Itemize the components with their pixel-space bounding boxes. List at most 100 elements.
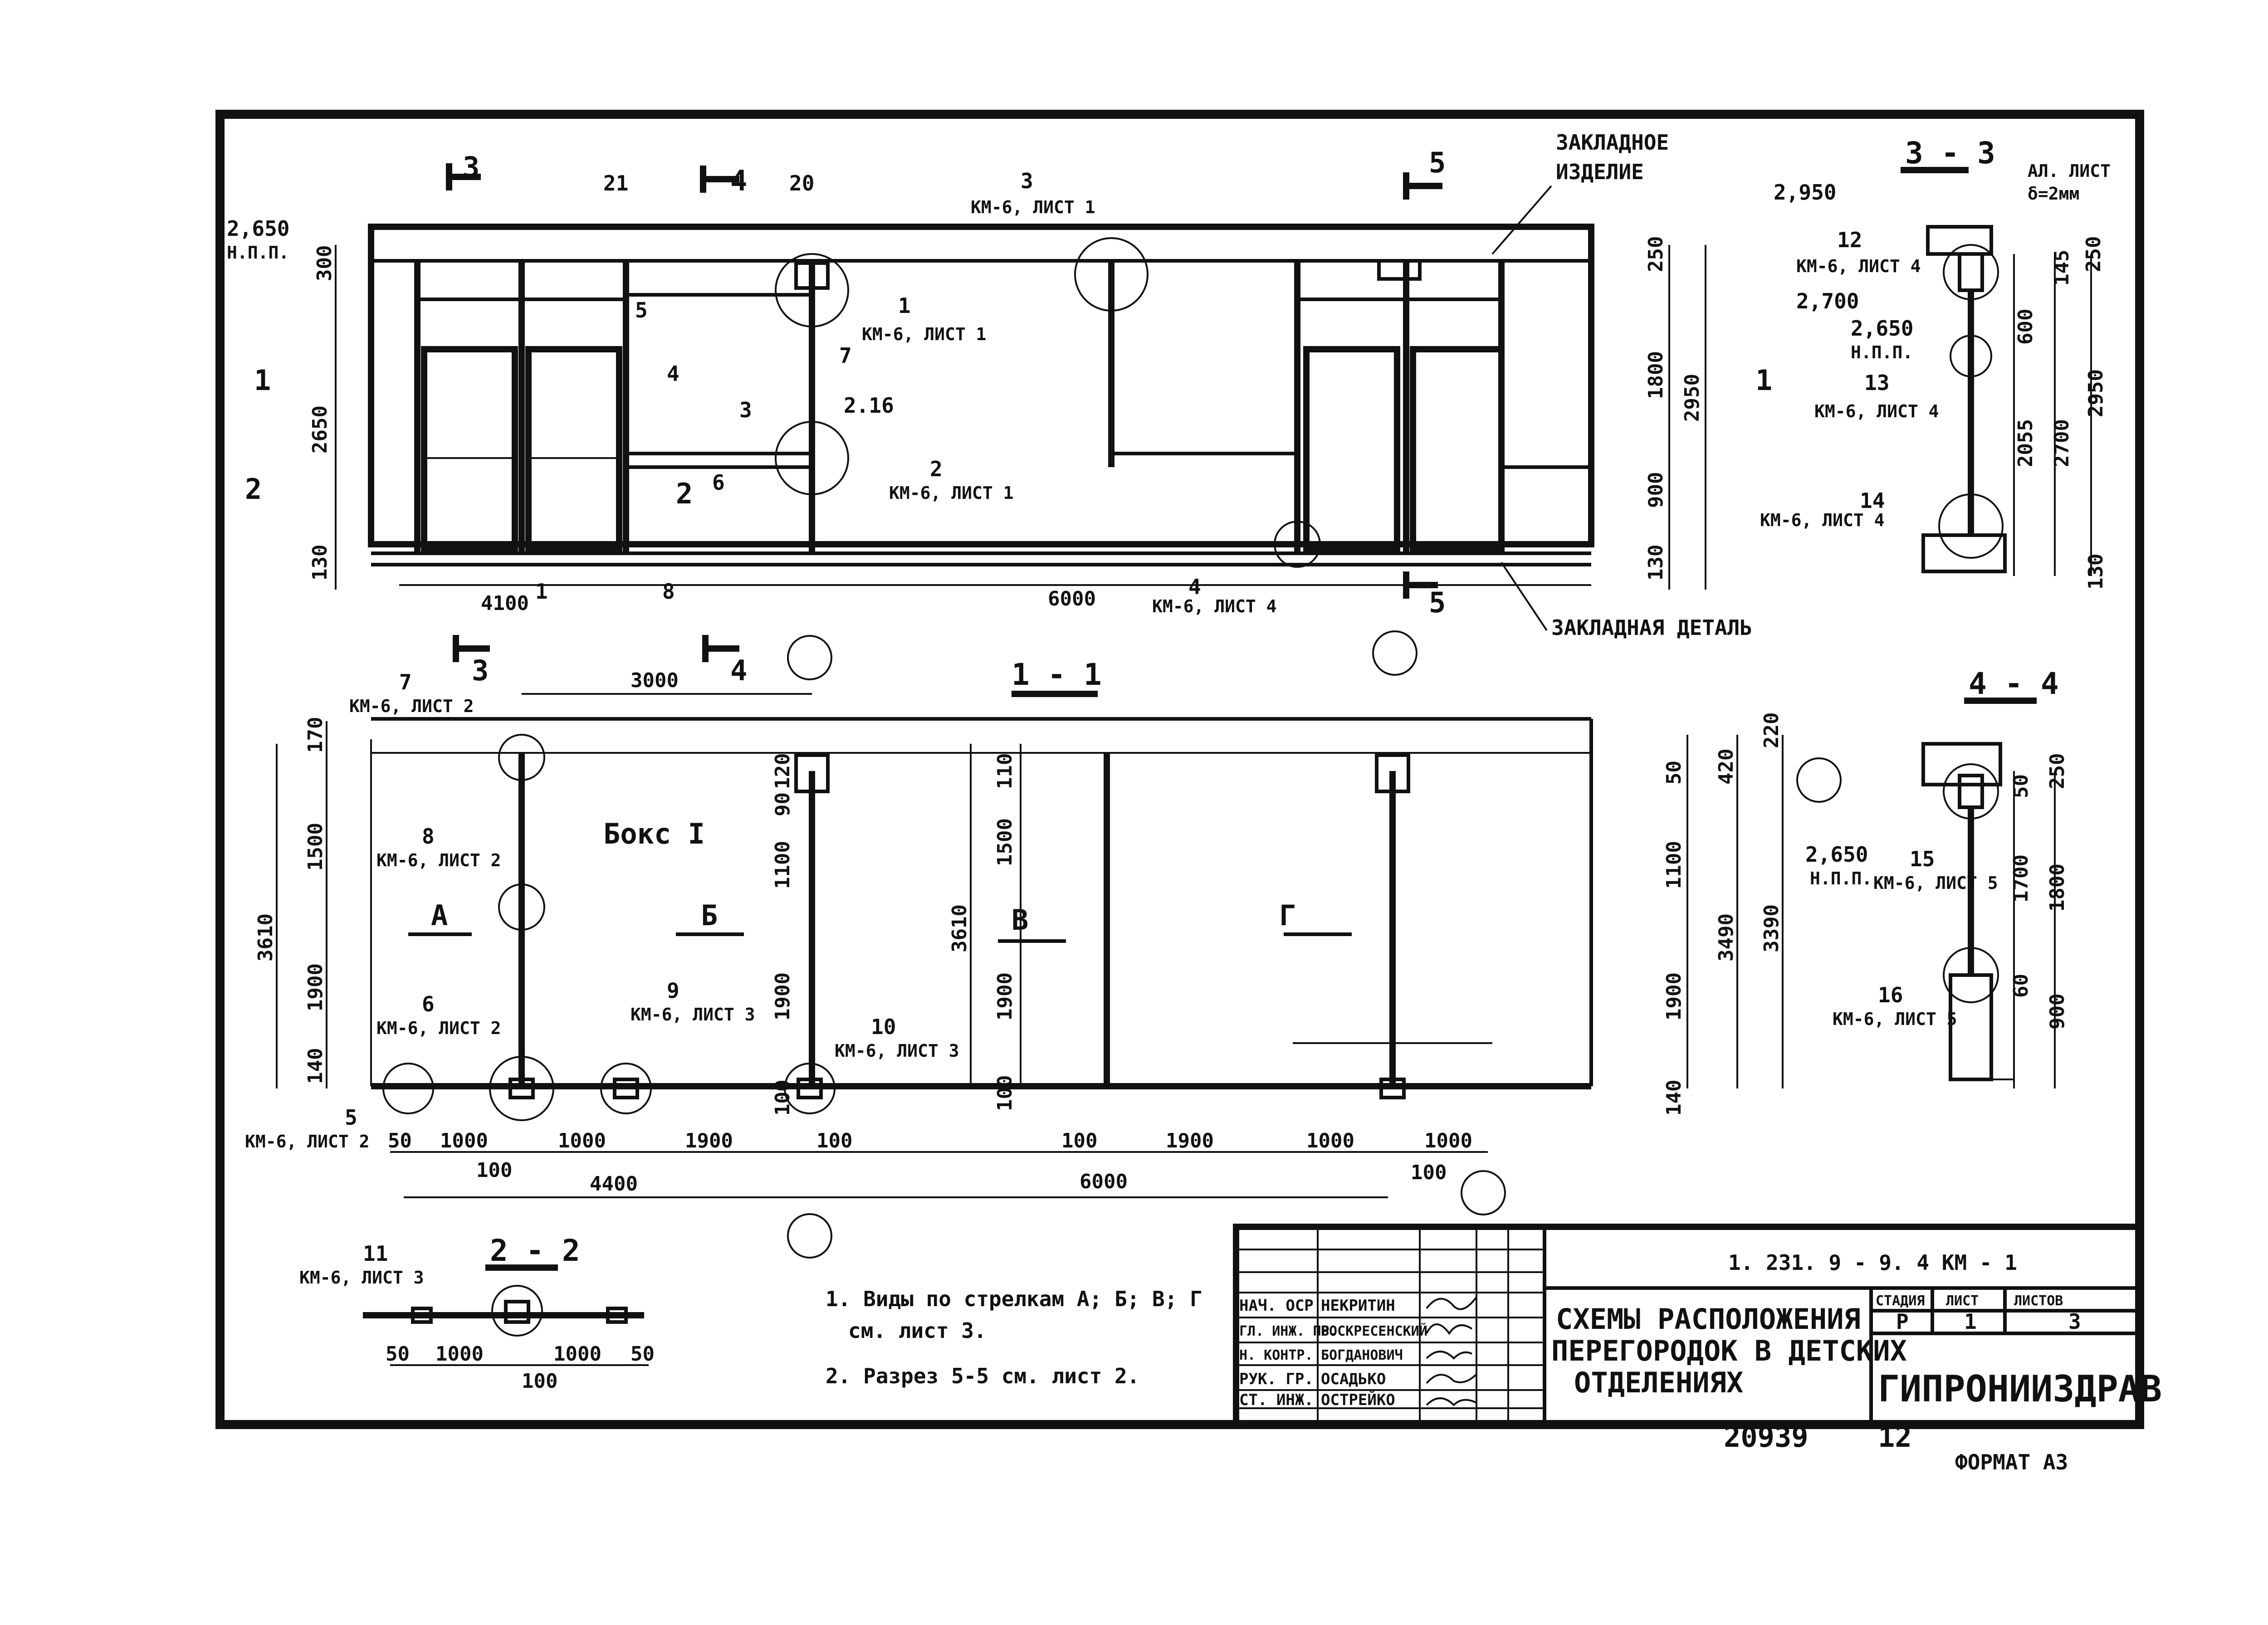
dim-300: 300 [313, 245, 336, 281]
mark-10: 10 [871, 1015, 896, 1039]
dim-3610-m: 3610 [948, 904, 971, 952]
dim-1800-el: 1800 [1644, 351, 1667, 399]
zakladnoe-label-2: ИЗДЕЛИЕ [1556, 160, 1644, 184]
mark-216-el: 2.16 [844, 393, 894, 418]
km-2-el: КМ-6, ЛИСТ 1 [889, 483, 1014, 503]
dim-3490: 3490 [1715, 913, 1738, 961]
mark-8: 8 [422, 824, 435, 849]
dim-60-44: 60 [2009, 974, 2033, 998]
dim-100-m: 100 [771, 1080, 794, 1116]
dim-1800-44: 1800 [2046, 864, 2069, 912]
section-3-3-title: 3 - 3 [1905, 136, 1995, 171]
dim-220: 220 [1760, 712, 1783, 748]
dim-600-r: 600 [2014, 309, 2037, 345]
signature-1 [1426, 1296, 1477, 1310]
dim-130-el: 130 [1644, 545, 1667, 581]
dim-50-22a: 50 [386, 1342, 410, 1366]
dim-1000-b2: 1000 [558, 1129, 606, 1152]
mark-6-el: 6 [712, 470, 725, 495]
mark-3-el: 3 [739, 398, 752, 422]
name-5: ОСТРЕЙКО [1321, 1391, 1395, 1409]
title-line-2: ПЕРЕГОРОДОК В ДЕТСКИХ [1551, 1334, 1907, 1367]
km-callout-top: КМ-6, ЛИСТ 1 [971, 197, 1095, 217]
title-block [1233, 1224, 2143, 1428]
zakladnoe-label-1: ЗАКЛАДНОЕ [1556, 130, 1669, 155]
km-8: КМ-6, ЛИСТ 2 [376, 850, 501, 870]
km-7: КМ-6, ЛИСТ 2 [349, 696, 474, 716]
dim-2650: 2650 [308, 405, 332, 454]
mark-13: 13 [1864, 371, 1889, 395]
mark-5: 5 [345, 1105, 357, 1130]
dim-50-b: 50 [388, 1129, 412, 1152]
signature-2 [1426, 1323, 1473, 1335]
stage-header: СТАДИЯ [1876, 1293, 1925, 1309]
elev-2650-44: 2,650 [1805, 842, 1868, 867]
dim-100-b4: 100 [1411, 1161, 1447, 1184]
dim-100-b1: 100 [476, 1159, 512, 1182]
elev-2700: 2,700 [1796, 289, 1859, 313]
dim-120: 120 [771, 753, 794, 789]
note-line-1: 1. Виды по стрелкам А; Б; В; Г [826, 1287, 1202, 1311]
name-2: ВОСКРЕСЕНСКИЙ [1321, 1323, 1427, 1339]
mark-4-el: 4 [667, 361, 679, 386]
note-line-2: см. лист 3. [848, 1318, 987, 1343]
section-1-1-title: 1 - 1 [1012, 657, 1102, 692]
mark-16: 16 [1878, 983, 1903, 1007]
km-13: КМ-6, ЛИСТ 4 [1814, 401, 1939, 421]
dim-90: 90 [771, 792, 794, 816]
section-4-4-drawing [1921, 742, 2056, 1088]
dim-1700-44: 1700 [2009, 854, 2033, 903]
mark-12: 12 [1837, 228, 1862, 252]
format-label: ФОРМАТ А3 [1955, 1450, 2068, 1474]
dim-1100: 1100 [771, 841, 794, 889]
mark-1-el: 1 [898, 293, 911, 318]
dim-2950-r: 2950 [2084, 369, 2107, 417]
doc-code: 1. 231. 9 - 9. 4 КМ - 1 [1728, 1250, 2017, 1275]
partition-elevation [368, 224, 1594, 568]
signature-4 [1426, 1373, 1477, 1384]
title-line-3: ОТДЕЛЕНИЯХ [1574, 1366, 1743, 1399]
title-line-1: СХЕМЫ РАСПОЛОЖЕНИЯ [1556, 1303, 1861, 1336]
section-4-4-title: 4 - 4 [1969, 666, 2059, 701]
dim-1500-m: 1500 [993, 818, 1017, 866]
arrow-1-r: 1 [1755, 364, 1772, 397]
km-4-bottom: КМ-6, ЛИСТ 4 [1152, 596, 1277, 616]
signature-3 [1426, 1351, 1472, 1360]
dim-1000-b3: 1000 [1306, 1129, 1354, 1152]
arrow-2-left: 2 [245, 473, 262, 506]
arrow-B: Б [701, 899, 718, 932]
npp-left: Н.П.П. [227, 243, 289, 263]
section-mark-5b: 5 [1429, 586, 1446, 619]
mark-7-el: 7 [839, 343, 852, 368]
dim-1900-r: 1900 [1662, 972, 1686, 1020]
dim-100-22: 100 [522, 1370, 557, 1393]
mark-7: 7 [399, 670, 412, 694]
dim-1000-b1: 1000 [440, 1129, 488, 1152]
dim-100-m2: 100 [993, 1075, 1017, 1111]
km-9: КМ-6, ЛИСТ 3 [631, 1005, 755, 1025]
zakladnaya-label: ЗАКЛАДНАЯ ДЕТАЛЬ [1551, 615, 1752, 640]
sheets-value: 3 [2068, 1309, 2081, 1334]
npp-44: Н.П.П. [1810, 869, 1872, 888]
al-thick-label: δ=2мм [2028, 184, 2079, 204]
mark-14: 14 [1860, 488, 1885, 513]
sheet-value: 1 [1964, 1309, 1977, 1334]
dim-6000-el: 6000 [1048, 587, 1096, 610]
mark-4-bottom: 4 [1188, 575, 1201, 599]
npp-r: Н.П.П. [1851, 342, 1913, 362]
km-15: КМ-6, ЛИСТ 5 [1873, 873, 1998, 893]
dim-6000-b: 6000 [1080, 1170, 1128, 1193]
dim-100-b3: 100 [1061, 1129, 1097, 1152]
km-14: КМ-6, ЛИСТ 4 [1760, 510, 1885, 530]
dim-420-r: 420 [1715, 749, 1738, 785]
mark-5-el: 5 [635, 298, 648, 322]
mark-2-el: 2 [930, 457, 943, 481]
km-11: КМ-6, ЛИСТ 3 [299, 1268, 424, 1288]
dim-100-b2: 100 [816, 1129, 852, 1152]
km-16: КМ-6, ЛИСТ 5 [1833, 1009, 1957, 1029]
note-line-3: 2. Разрез 5-5 см. лист 2. [826, 1364, 1139, 1388]
mark-11: 11 [363, 1241, 388, 1266]
dim-1000-b4: 1000 [1424, 1129, 1472, 1152]
section-mark-4-plan: 4 [730, 654, 747, 687]
mark-3-top: 3 [1021, 169, 1033, 193]
